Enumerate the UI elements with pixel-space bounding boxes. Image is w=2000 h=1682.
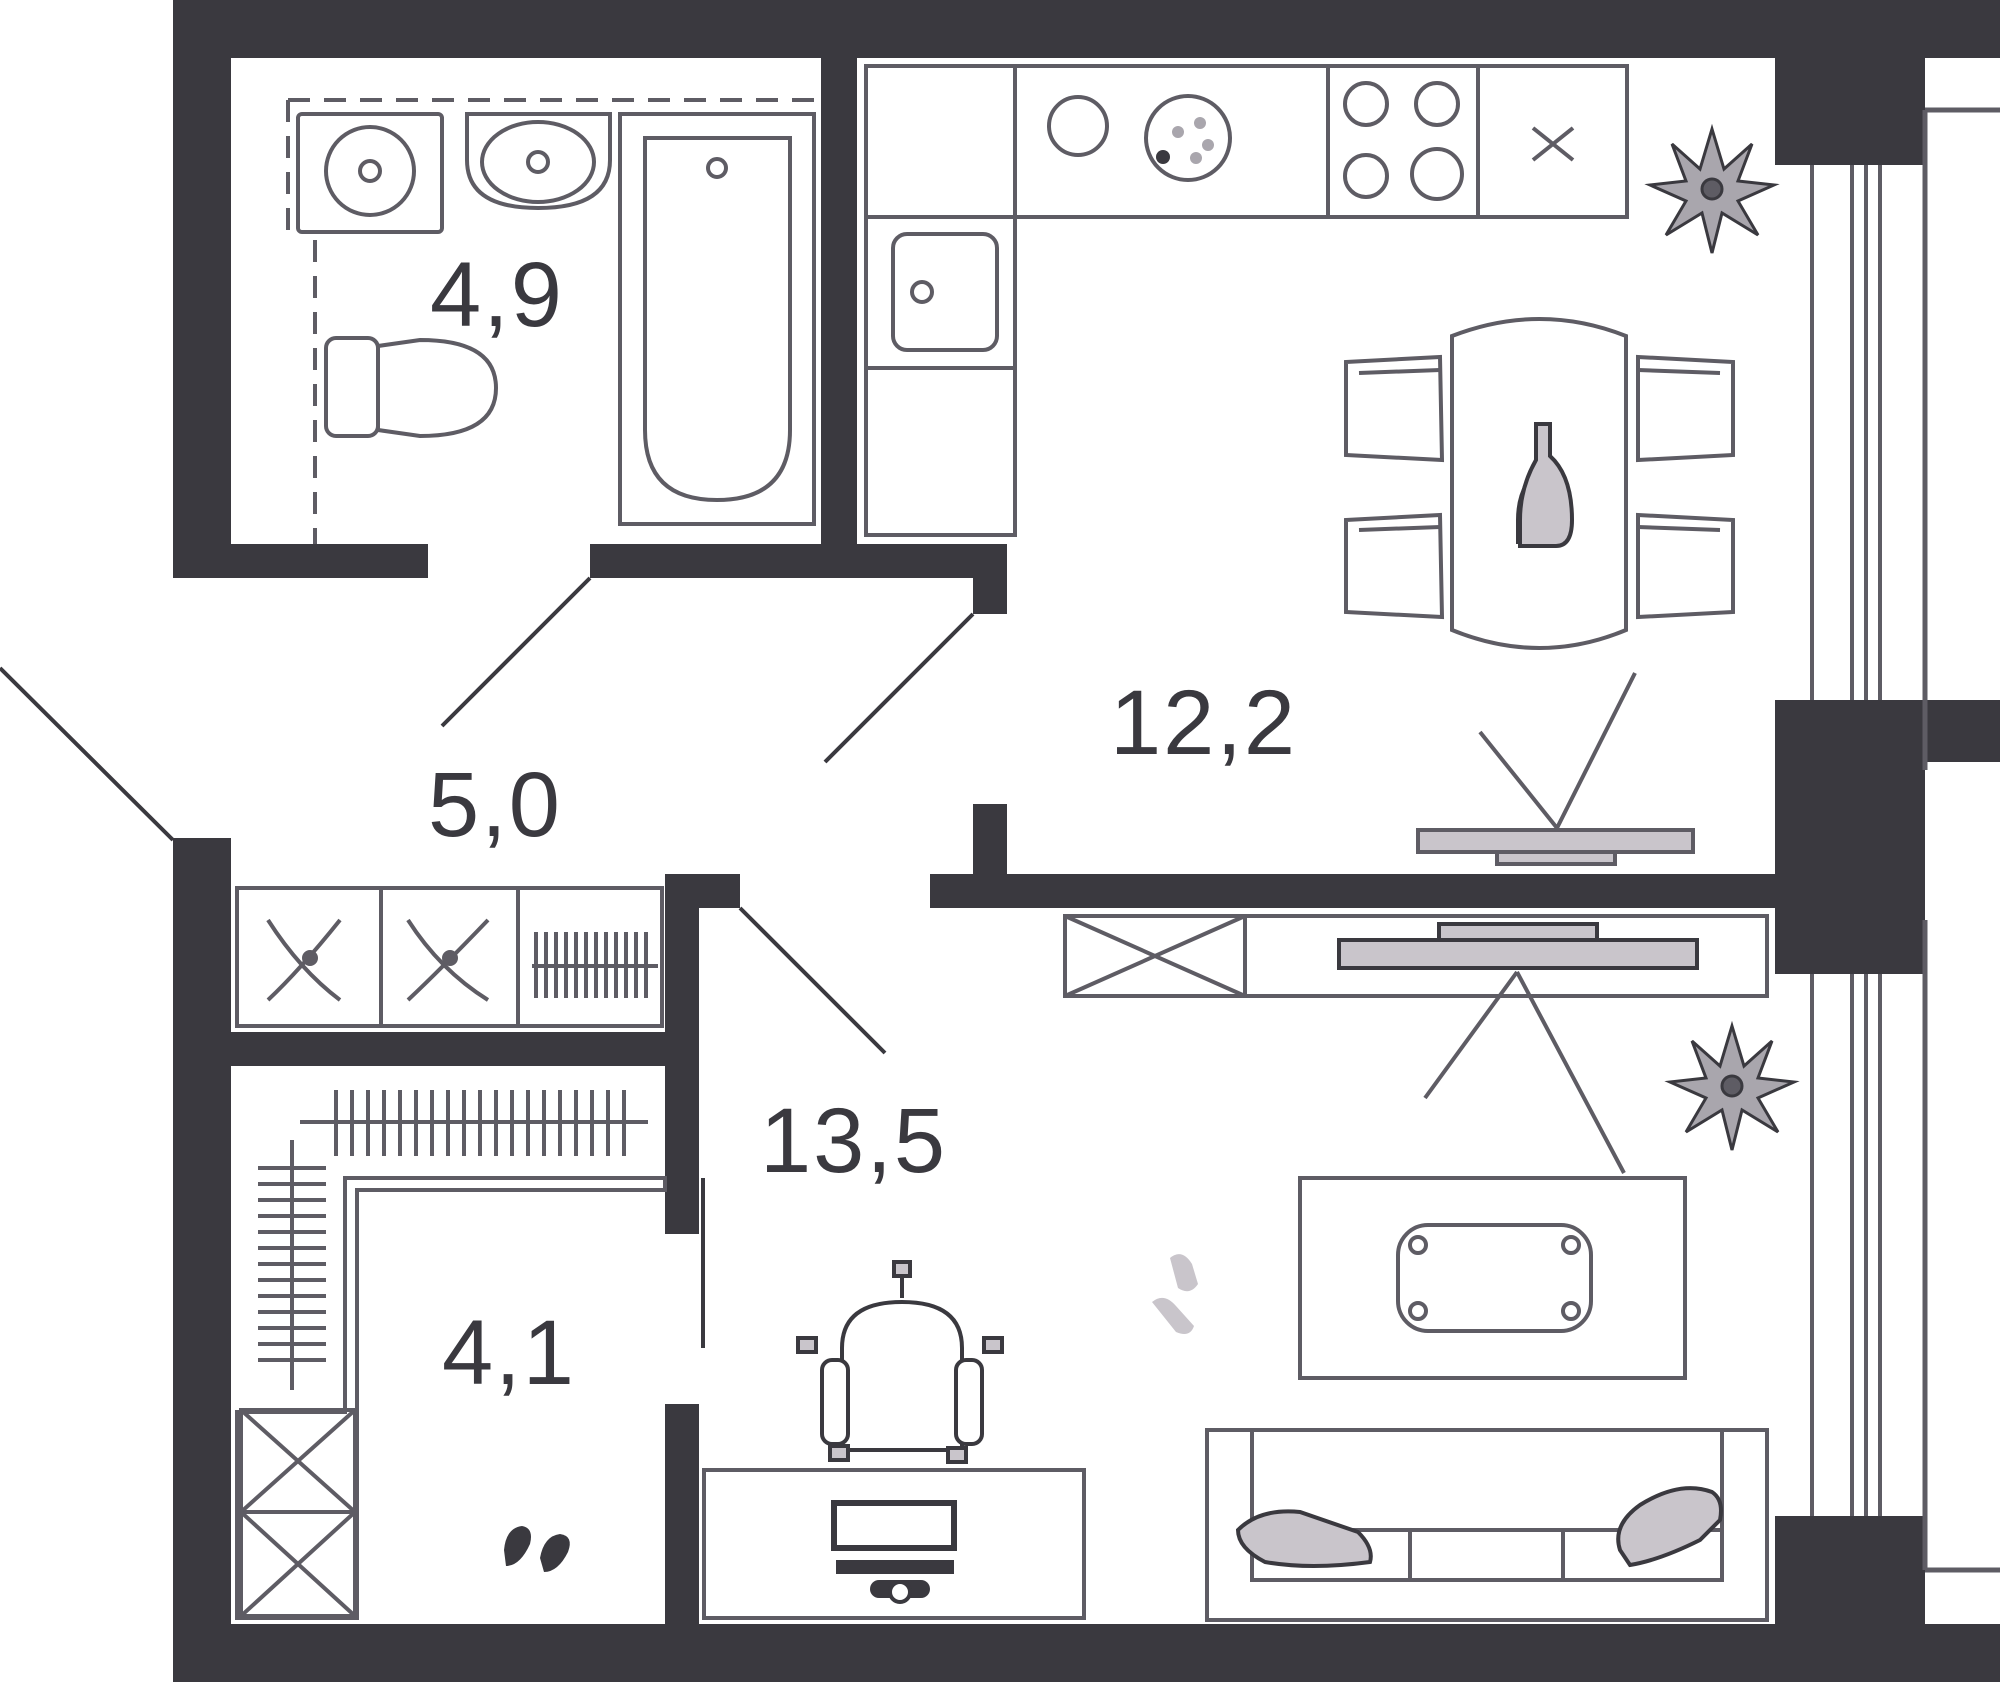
wardrobe-area: 4,1	[442, 1302, 576, 1404]
kitchen-door	[823, 612, 975, 764]
sofa-icon	[1205, 1428, 1769, 1622]
living-door	[738, 906, 887, 1055]
bathtub-icon	[618, 112, 816, 526]
washbasin-icon	[465, 112, 612, 211]
kitchen-counter	[864, 64, 1629, 537]
kitchen-fixtures	[864, 64, 1735, 866]
kitchen-area: 12,2	[1110, 672, 1297, 774]
coffee-table-icon	[1298, 1176, 1687, 1380]
slippers-icon	[1152, 1254, 1198, 1334]
hallway-area: 5,0	[428, 754, 562, 856]
clothes-rail-icon	[532, 932, 658, 998]
clothes-rail-icon	[300, 1090, 648, 1156]
sink-icon	[891, 232, 999, 352]
bathroom-door	[440, 576, 592, 728]
toilet-icon	[324, 336, 499, 439]
slippers-icon	[504, 1526, 570, 1572]
plant-icon	[1664, 1020, 1800, 1151]
hall-wardrobe	[235, 886, 664, 1028]
plant-icon	[1644, 123, 1780, 254]
living-room-furniture	[702, 914, 1769, 1622]
dining-table-icon	[1344, 317, 1735, 650]
stove-icon	[1343, 81, 1464, 201]
room-labels: 4,9 12,2 5,0 13,5 4,1	[428, 244, 1297, 1404]
vase-icon	[1516, 422, 1575, 548]
bathroom-area: 4,9	[430, 244, 564, 346]
office-chair-icon	[796, 1260, 1004, 1464]
bathroom-fixtures	[286, 98, 821, 544]
windows	[1810, 107, 2000, 1573]
tv-icon	[1416, 672, 1695, 866]
desk-icon	[702, 1468, 1086, 1620]
storage	[235, 886, 667, 1620]
sink-icon	[296, 112, 444, 234]
walls	[173, 0, 2000, 1682]
tv-icon	[1063, 914, 1769, 1174]
living-room-area: 13,5	[760, 1090, 947, 1192]
doors	[0, 576, 975, 1348]
clothes-rail-icon	[258, 1140, 326, 1390]
entrance-door	[0, 666, 175, 842]
